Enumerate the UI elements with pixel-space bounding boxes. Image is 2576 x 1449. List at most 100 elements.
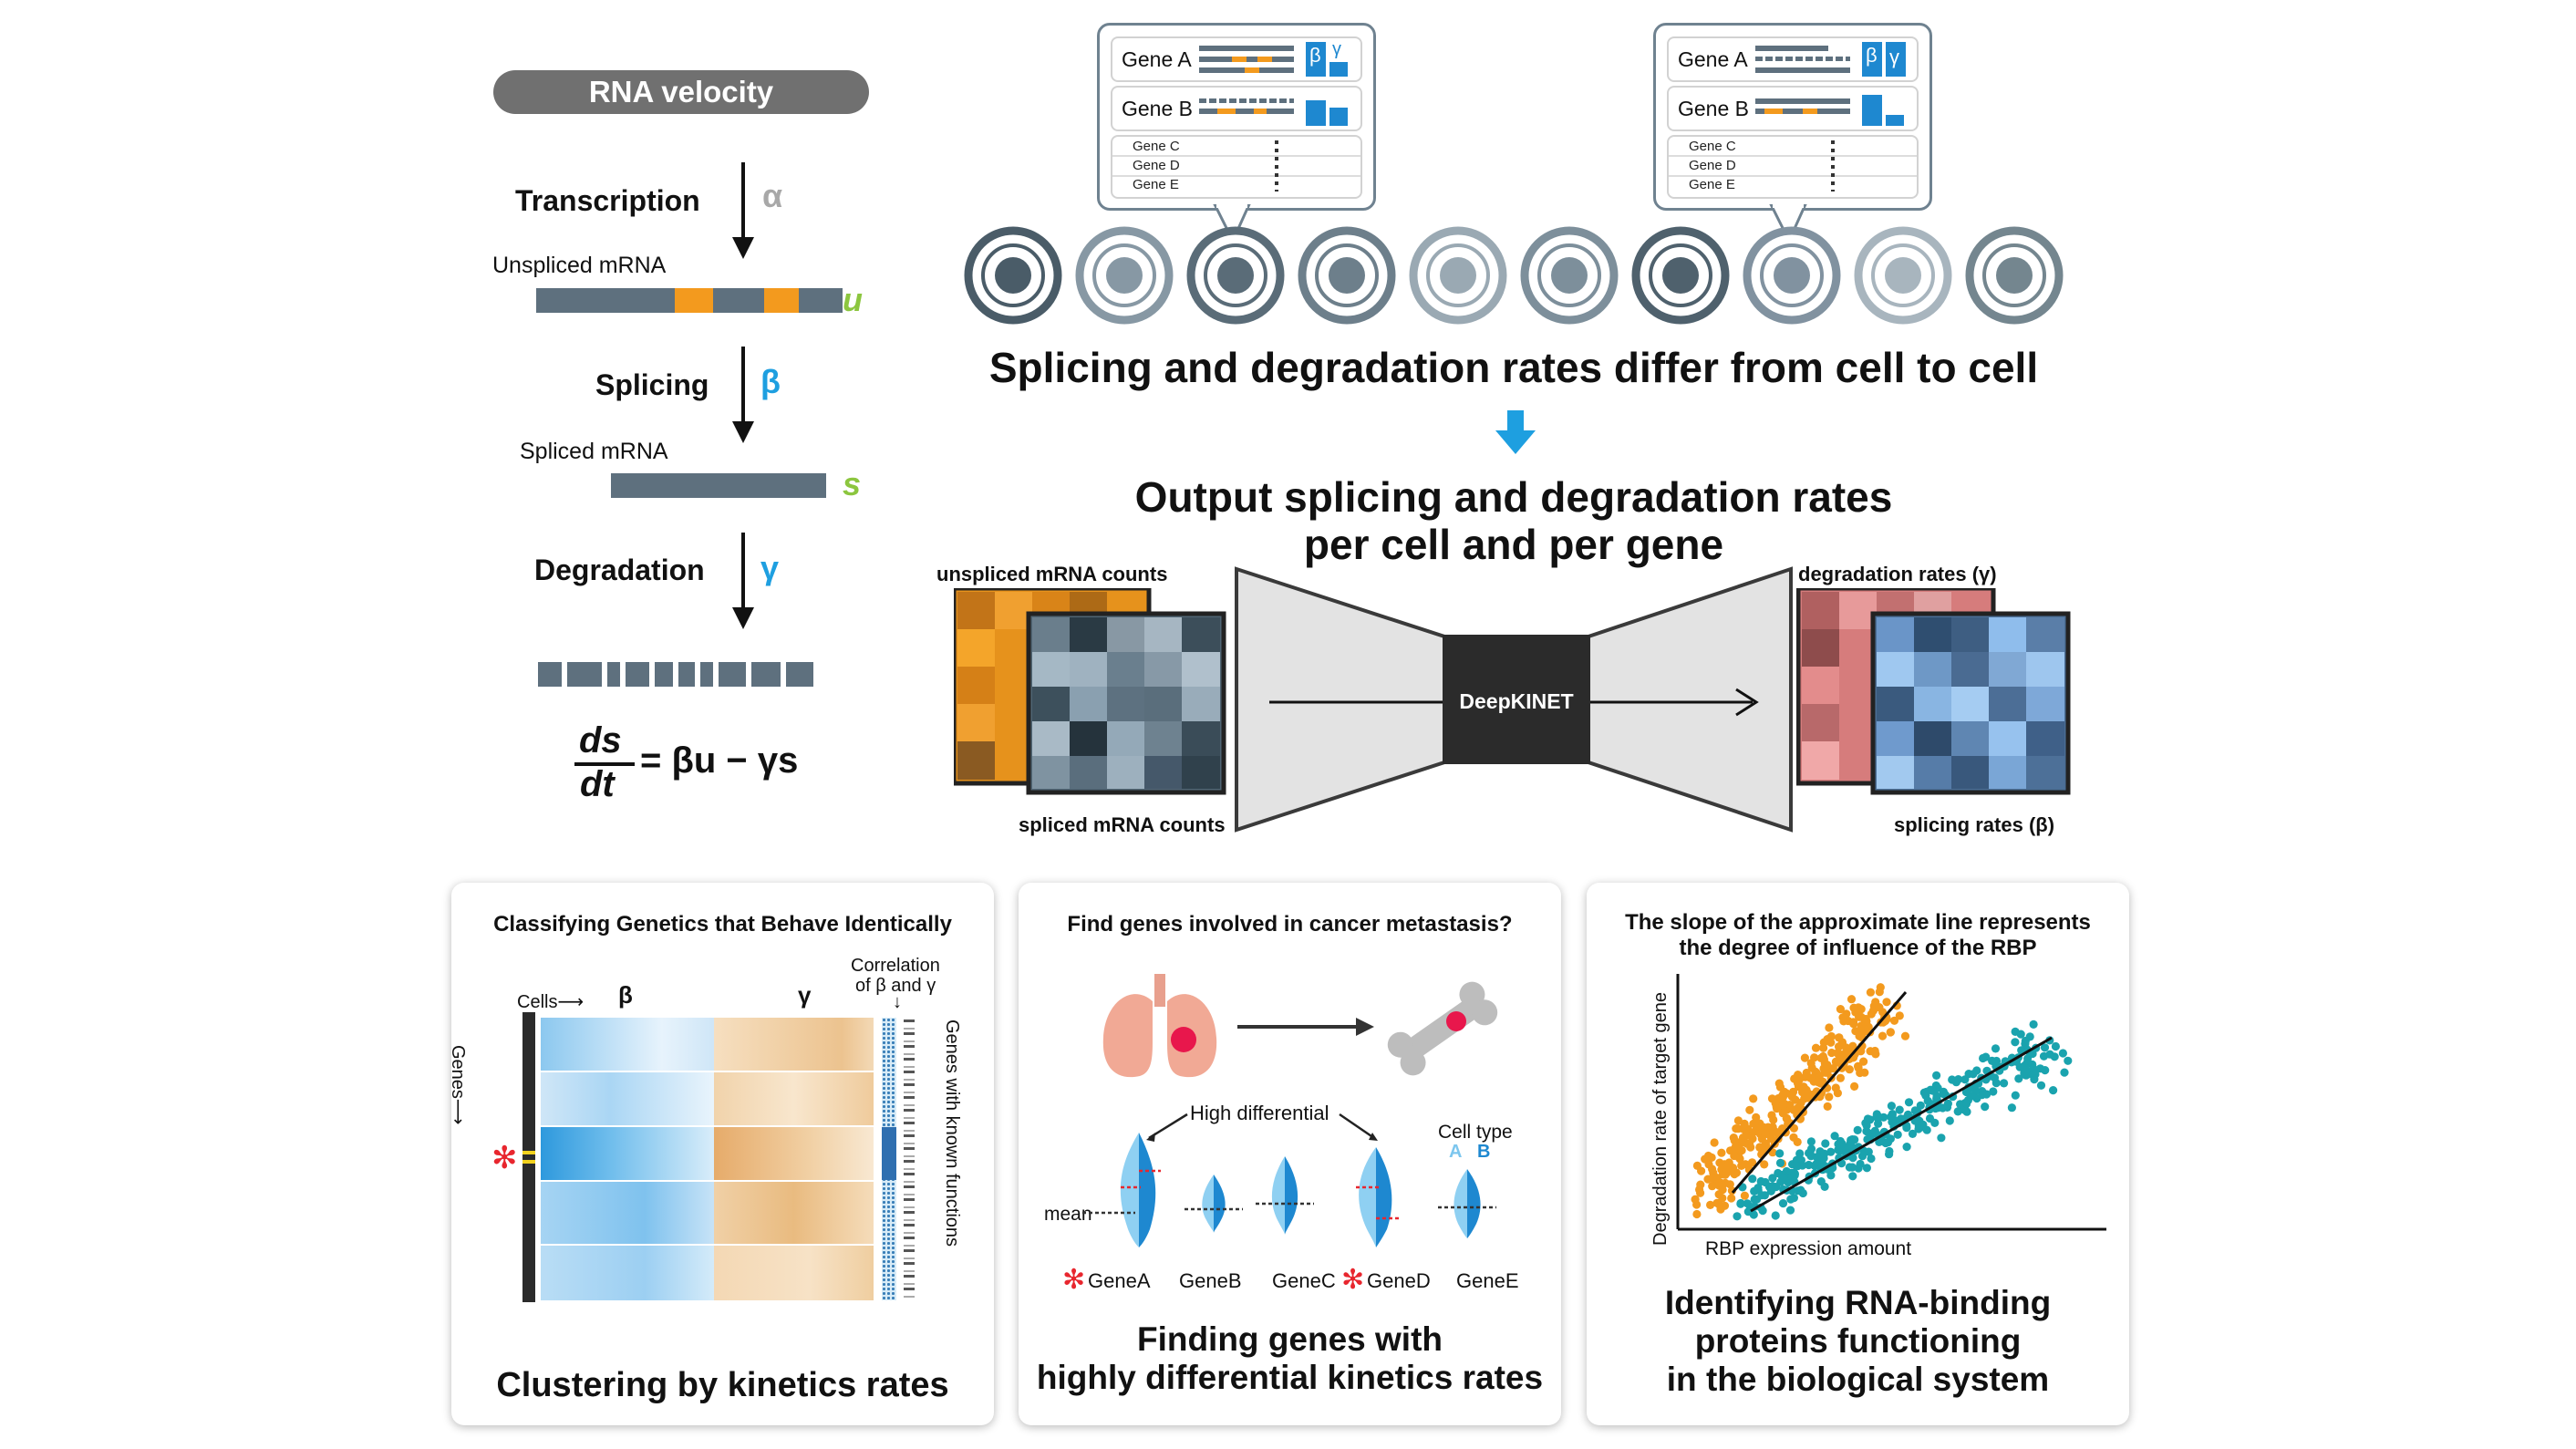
scatter-point	[1853, 1008, 1862, 1017]
scatter-point	[1871, 1050, 1880, 1059]
deepkinet-network	[1235, 566, 1793, 833]
scatter-point	[1825, 1092, 1834, 1102]
gamma-column-label: γ	[798, 981, 812, 1009]
scatter-point	[1691, 1195, 1700, 1204]
scatter-point	[1826, 1038, 1836, 1047]
scatter-point	[1768, 1174, 1777, 1183]
scatter-point	[1821, 1139, 1830, 1148]
gene-star-a: ✻	[1062, 1265, 1086, 1295]
cell-type-b: B	[1477, 1142, 1491, 1162]
scatter-point	[1721, 1170, 1730, 1179]
scatter-point	[2036, 1081, 2046, 1090]
scatter-point	[2058, 1049, 2067, 1058]
output-matrices	[1796, 588, 2071, 795]
gamma-heatmap	[714, 1018, 874, 1300]
bone-icon	[1387, 981, 1498, 1076]
scatter-point	[1812, 1153, 1821, 1162]
cell	[1520, 226, 1619, 325]
scatter-point	[1701, 1154, 1710, 1164]
scatter-point	[1806, 1137, 1816, 1146]
scatter-point	[1937, 1133, 1946, 1143]
scatter-point	[1823, 1061, 1832, 1070]
scatter-point	[1859, 1025, 1869, 1034]
metastasis-title: Find genes involved in cancer metastasis…	[1067, 912, 1513, 937]
headline: Splicing and degradation rates differ fr…	[988, 344, 2039, 391]
scatter-point	[2014, 1074, 2023, 1083]
scatter-point	[1830, 1132, 1839, 1141]
cell-icons	[964, 226, 2064, 325]
scatter-point	[1786, 1195, 1795, 1204]
equation-numerator: ds	[579, 720, 622, 761]
scatter-point	[1736, 1199, 1745, 1208]
scatter-point	[1842, 1009, 1851, 1019]
scatter-point	[1875, 988, 1884, 997]
gene-label-c: GeneC	[1272, 1269, 1336, 1292]
scatter-point	[1789, 1087, 1798, 1096]
scatter-point	[1766, 1186, 1775, 1195]
scatter-point	[2040, 1043, 2050, 1052]
scatter-point	[1772, 1128, 1781, 1137]
scatter-point	[2029, 1019, 2038, 1029]
scatter-point	[1785, 1206, 1795, 1215]
scatter-point	[1717, 1148, 1726, 1157]
scatter-point	[1826, 1031, 1836, 1041]
scatter-point	[1864, 1147, 1873, 1156]
scatter-point	[1789, 1105, 1798, 1114]
scatter-point	[1792, 1161, 1801, 1171]
scatter-point	[2035, 1064, 2045, 1073]
scatter-point	[1902, 1123, 1911, 1133]
scatter-point	[1753, 1195, 1762, 1204]
rbp-scatter	[1676, 974, 2106, 1231]
scatter-point	[1856, 1159, 1865, 1169]
scatter-point	[1800, 1094, 1809, 1103]
scatter-point	[1718, 1194, 1727, 1203]
scatter-point	[1745, 1139, 1754, 1148]
highlight-mark	[522, 1160, 535, 1164]
input-matrices	[954, 588, 1226, 795]
rbp-title-1: The slope of the approximate line repres…	[1625, 910, 2091, 935]
scatter-point	[1696, 1180, 1705, 1189]
rbp-panel: The slope of the approximate line repres…	[1587, 883, 2129, 1425]
scatter-point	[1782, 1089, 1791, 1098]
scatter-point	[1860, 1068, 1869, 1077]
gene-star-d: ✻	[1341, 1265, 1365, 1295]
scatter-point	[1730, 1170, 1739, 1179]
scatter-point	[1850, 1082, 1859, 1091]
correlation-label-1: Correlation	[851, 956, 940, 976]
scatter-point	[1883, 1138, 1893, 1147]
cell	[1298, 226, 1396, 325]
scatter-point	[1839, 1017, 1848, 1026]
scatter-point	[2064, 1056, 2073, 1065]
scatter-point	[2011, 1091, 2020, 1100]
scatter-point	[1978, 1091, 1987, 1100]
splicing-label: Splicing	[595, 368, 709, 401]
scatter-point	[1960, 1075, 1970, 1084]
scatter-point	[1733, 1116, 1743, 1125]
scatter-point	[2031, 1070, 2040, 1079]
known-functions-column	[904, 1019, 915, 1299]
scatter-point	[2017, 1046, 2026, 1055]
cell-type-label: Cell type	[1438, 1122, 1513, 1143]
scatter-point	[1767, 1111, 1776, 1120]
beta-heatmap	[541, 1018, 714, 1300]
s-variable: s	[843, 465, 862, 502]
scatter-point	[1790, 1171, 1799, 1180]
scatter-point	[1796, 1155, 1805, 1164]
violin-gene-e	[1438, 1169, 1496, 1238]
scatter-point	[1708, 1174, 1717, 1183]
violin-gene-b	[1185, 1175, 1243, 1233]
scatter-point	[1748, 1175, 1757, 1184]
scatter-point	[1697, 1166, 1706, 1175]
scatter-point	[1778, 1199, 1788, 1208]
scatter-point	[2016, 1030, 2025, 1039]
genes-axis-label: Genes⟶	[448, 1045, 468, 1125]
scatter-point	[1953, 1107, 1962, 1116]
beta-symbol: β	[760, 363, 781, 400]
scatter-point	[1727, 1194, 1736, 1203]
metastasis-caption-2: highly differential kinetics rates	[1036, 1359, 1544, 1396]
cell	[1743, 226, 1841, 325]
alpha-symbol: α	[762, 177, 783, 214]
scatter-point	[2025, 1032, 2034, 1041]
rbp-caption-1: Identifying RNA-binding	[1664, 1284, 2052, 1321]
cell	[1075, 226, 1174, 325]
